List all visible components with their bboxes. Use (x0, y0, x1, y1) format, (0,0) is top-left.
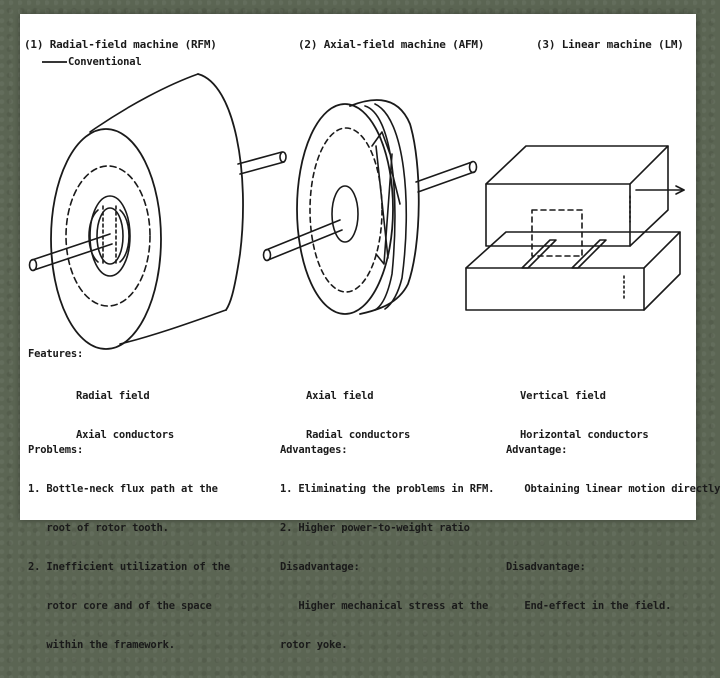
problems-heading: Problems: (28, 444, 84, 456)
rfm-problems: Problems: 1. Bottle-neck flux path at th… (28, 418, 230, 678)
lm-title: (3) Linear machine (LM) (536, 38, 684, 51)
note-line: Disadvantage: (506, 561, 586, 573)
machine-drawings (28, 61, 685, 350)
feature-line: Radial field (76, 390, 150, 402)
note-line: Higher mechanical stress at the (280, 600, 489, 612)
feature-line: Axial field (306, 390, 374, 402)
problem-line: rotor core and of the space (28, 600, 212, 612)
afm-title: (2) Axial-field machine (AFM) (298, 38, 485, 51)
feature-line: Axial conductors (76, 429, 174, 441)
afm-notes: Advantages: 1. Eliminating the problems … (280, 418, 494, 678)
feature-line: Vertical field (520, 390, 606, 402)
note-line: 2. Higher power-to-weight ratio (280, 522, 470, 534)
lm-features: Vertical field Horizontal conductors (520, 364, 649, 468)
note-line: End-effect in the field. (506, 600, 672, 612)
feature-line: Radial conductors (306, 429, 411, 441)
linear-machine-drawing (465, 145, 685, 311)
note-line (506, 522, 720, 535)
note-line: Obtaining linear motion directly. (506, 483, 720, 495)
afm-features: Axial field Radial conductors (306, 364, 410, 468)
note-line: Advantage: (506, 444, 568, 456)
rfm-features: Radial field Axial conductors (76, 364, 174, 468)
note-line: Disadvantage: (280, 561, 360, 573)
note-line: 1. Eliminating the problems in RFM. (280, 483, 495, 495)
problem-line: within the framework. (28, 639, 175, 651)
lm-notes: Advantage: Obtaining linear motion direc… (506, 418, 720, 639)
problem-line: root of rotor tooth. (28, 522, 169, 534)
note-line: rotor yoke. (280, 639, 348, 651)
diagram-sheet: (1) Radial-field machine (RFM) Conventio… (20, 14, 720, 651)
features-heading: Features: (28, 348, 84, 360)
problem-line: 1. Bottle-neck flux path at the (28, 483, 218, 495)
rfm-subtitle: Conventional (68, 56, 142, 68)
axial-field-machine-drawing (262, 99, 478, 315)
problem-line: 2. Inefficient utilization of the (28, 561, 231, 573)
note-line: Advantages: (280, 444, 348, 456)
feature-line: Horizontal conductors (520, 429, 649, 441)
rfm-title: (1) Radial-field machine (RFM) (24, 38, 217, 51)
radial-field-machine-drawing (28, 73, 287, 350)
